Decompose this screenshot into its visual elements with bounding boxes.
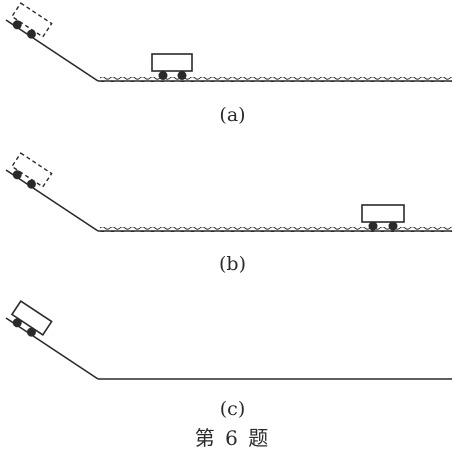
panel-b-cart-on-ground	[361, 204, 405, 231]
panel-c-cart-body	[10, 300, 53, 336]
panel-a-cart-on-slope	[10, 2, 53, 39]
panel-a-cart-wheel	[26, 29, 36, 39]
panel-b-label: (b)	[219, 253, 246, 275]
panel-a-cart-wheel	[177, 71, 187, 80]
panel-a-slope	[5, 19, 99, 82]
panel-a-cart-on-ground	[151, 53, 193, 80]
panel-b-cart-body-dashed	[10, 152, 53, 188]
figure-caption: 第 6 题	[194, 426, 271, 450]
panel-b	[5, 152, 452, 232]
panel-c-cart-wheel	[26, 327, 36, 337]
panel-b-cart-wheel	[368, 221, 378, 231]
panel-c-cart-on-slope	[10, 300, 53, 337]
panel-b-cart-wheel	[26, 179, 36, 189]
panel-a-rough-surface	[100, 77, 452, 82]
panel-b-rough-surface	[100, 227, 452, 232]
panel-a-label: (a)	[219, 104, 246, 126]
panel-a-cart-body-dashed	[10, 2, 53, 38]
panel-b-cart-wheel	[388, 221, 398, 231]
panel-b-cart-wheel	[12, 170, 22, 180]
panel-b-cart-body	[361, 204, 405, 223]
panel-a-cart-wheel	[12, 20, 22, 30]
panel-b-slope	[5, 169, 99, 232]
panel-c-cart-wheel	[12, 318, 22, 328]
panel-c-slope	[5, 317, 99, 380]
panel-b-cart-on-slope	[10, 152, 53, 189]
panel-c	[5, 300, 452, 380]
panel-a-cart-wheel	[158, 71, 168, 80]
panel-a	[5, 2, 452, 82]
panel-a-cart-body	[151, 53, 193, 72]
panel-c-label: (c)	[219, 398, 246, 420]
